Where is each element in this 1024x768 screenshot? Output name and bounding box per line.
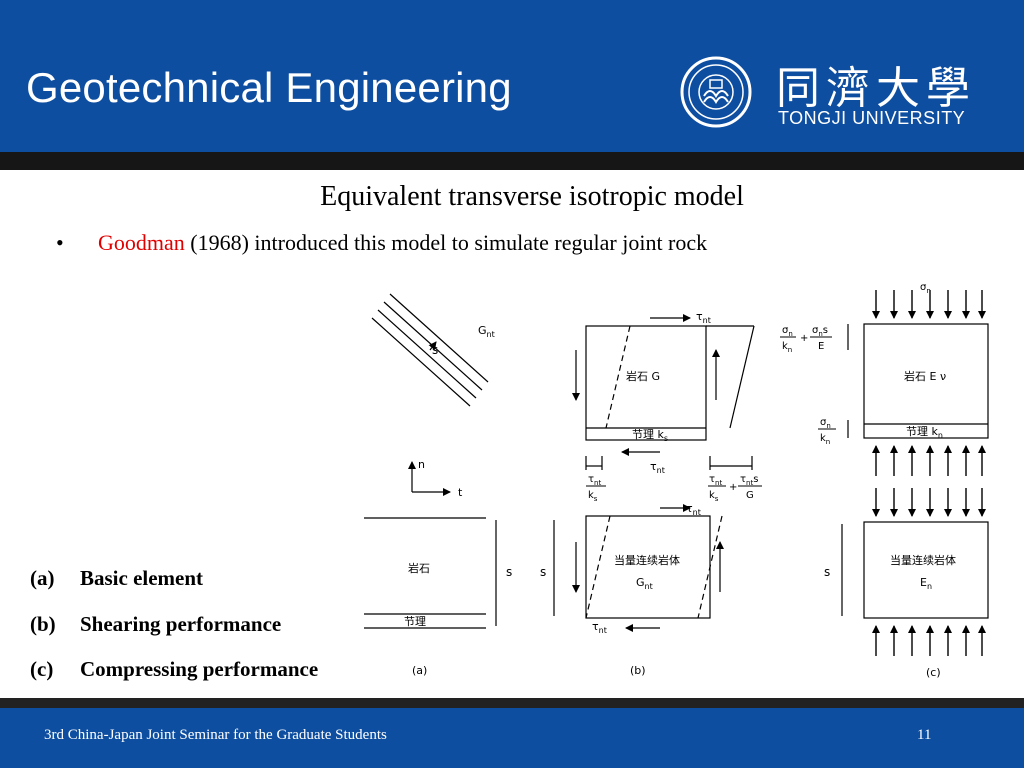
legend-key-a: (a) [30, 566, 55, 590]
frac3-num: τnts [740, 474, 758, 487]
equiv-dashed-right [697, 515, 723, 619]
frac-c1-den: kn [782, 341, 792, 354]
frac-c3-den: kn [820, 433, 830, 446]
n-axis-label: n [418, 458, 425, 471]
bullet-symbol: • [56, 230, 64, 255]
university-name-cn: 同濟大學 [776, 63, 976, 114]
header-title: Geotechnical Engineering [26, 64, 512, 111]
caption-c: (c) [926, 666, 941, 679]
equiv-dashed-left [585, 515, 611, 619]
frac-c2-den: E [818, 341, 824, 352]
s-dim-label-a: s [506, 565, 512, 579]
equivalent-block-b [585, 515, 711, 619]
slide-title: Equivalent transverse isotropic model [320, 181, 744, 212]
spacing-s-label: s [432, 343, 438, 357]
g-nt-label: Gnt [478, 324, 495, 339]
frac-c1-num: σn [782, 325, 793, 338]
page-number: 11 [917, 727, 932, 743]
rock-block-top [585, 325, 707, 441]
frac-c2-num: σns [812, 325, 828, 338]
legend-text-c: Compressing performance [80, 657, 319, 681]
normal-stress-arrows [872, 290, 986, 656]
tau-mid-label: τnt [650, 460, 665, 475]
bullet-text: (1968) introduced this model to simulate… [184, 230, 708, 255]
rock-block-c [863, 323, 989, 439]
equivalent-label-c: 当量连续岩体 [890, 553, 956, 567]
legend-key-b: (b) [30, 612, 56, 636]
slide-footer [0, 698, 1024, 768]
rock-label-b: 岩石 G [626, 369, 660, 383]
frac1-num: τnt [588, 474, 601, 487]
s-dim-label-b: s [540, 565, 546, 579]
plus-b: + [729, 482, 737, 493]
joint-label-c: 节理 kn [906, 425, 943, 440]
footer-divider [0, 698, 1024, 708]
legend-text-a: Basic element [80, 566, 204, 590]
university-name-en: TONGJI UNIVERSITY [778, 108, 966, 128]
legend-item-a: (a) Basic element [30, 566, 203, 591]
joint-label-b: 节理 ks [632, 428, 668, 443]
bullet-item: • Goodman (1968) introduced this model to… [56, 230, 707, 256]
header-divider [0, 152, 1024, 170]
bullet-name: Goodman [98, 230, 185, 255]
frac3-den: G [746, 490, 754, 501]
sheared-right-edge [729, 325, 755, 429]
tau-top-label: τnt [696, 310, 711, 325]
g-equivalent-label: Gnt [636, 576, 653, 591]
frac2-num: τnt [709, 474, 722, 487]
caption-a: (a) [412, 664, 427, 677]
slide-header: Geotechnical Engineering 同濟大學 TONGJI UNI… [0, 0, 1024, 152]
e-n-label: En [920, 576, 932, 591]
legend-item-b: (b) Shearing performance [30, 612, 281, 637]
legend-item-c: (c) Compressing performance [30, 657, 318, 682]
equivalent-block-c [863, 521, 989, 619]
spacing-arrow [428, 341, 437, 351]
frac-c3-num: σn [820, 417, 831, 430]
caption-b: (b) [630, 664, 646, 677]
footer-text: 3rd China-Japan Joint Seminar for the Gr… [44, 727, 387, 743]
fraction-bars [586, 336, 836, 487]
tau-lower-top-label: τnt [686, 502, 701, 517]
legend-key-c: (c) [30, 657, 54, 681]
tau-bottom-label: τnt [592, 620, 607, 635]
legend-text-b: Shearing performance [80, 612, 282, 636]
shear-dashed-left [605, 325, 631, 429]
t-axis-label: t [458, 486, 463, 499]
frac2-den: ks [709, 490, 719, 503]
joint-model-figure: Gnt s n t 岩石 节理 s (a) τnt 岩石 G 节理 ks τnt… [364, 282, 989, 679]
university-seal-icon [680, 56, 752, 128]
joint-label-a: 节理 [404, 615, 426, 628]
plus-c: + [800, 333, 808, 344]
frac1-den: ks [588, 490, 598, 503]
rock-label-c: 岩石 E ν [904, 369, 946, 383]
s-dim-label-c: s [824, 565, 830, 579]
equivalent-label-b: 当量连续岩体 [614, 553, 680, 567]
sigma-top-label: σn [920, 282, 931, 295]
rock-label-a: 岩石 [408, 561, 430, 575]
